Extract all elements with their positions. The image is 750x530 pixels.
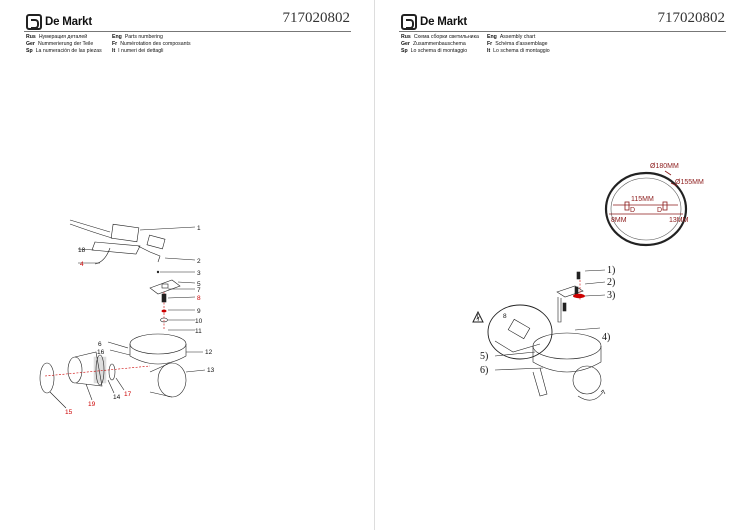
dim-d-left: D [630,207,635,214]
part-label-18: 18 [78,247,86,254]
dim-outer-diameter: Ø180MM [650,163,679,170]
step-5: 5) [480,351,488,362]
document-number: 717020802 [657,10,726,26]
part-label-14: 14 [113,394,121,401]
part-label-2: 2 [197,258,201,265]
part-label-17: 17 [124,391,132,398]
part-label-9: 9 [197,308,201,315]
part-label-15: 15 [65,409,73,416]
assembly-diagram: Ø180MM Ø155MM 115MM 8MM 13MM D D [472,163,704,401]
part-label-13: 13 [207,367,215,374]
document-number: 717020802 [282,10,351,26]
part-label-12: 12 [205,349,213,356]
page-divider [374,0,375,530]
header-rule [399,31,726,32]
step-4: 4) [602,332,610,343]
step-3: 3) [607,290,615,301]
part-label-6: 6 [98,341,102,348]
part-label-5: 5 [197,281,201,288]
part-label-3: 3 [197,270,201,277]
step-2: 2) [607,277,615,288]
dim-d-right: D [657,207,662,214]
logo-text: De Markt [420,16,467,28]
part-label-8: 8 [197,295,201,302]
part-label-11: 11 [195,328,202,335]
logo-text: De Markt [45,16,92,28]
logo-icon [26,14,42,30]
part-label-1: 1 [197,225,201,232]
brand-logo: De Markt [26,14,92,30]
brand-logo: De Markt [401,14,467,30]
part-label-10: 10 [195,318,203,325]
dim-left-offset: 8MM [611,217,627,224]
part-label-7: 7 [197,287,201,294]
dim-inner-diameter: Ø155MM [675,179,704,186]
dim-right-offset: 13MM [669,217,689,224]
logo-icon [401,14,417,30]
exploded-parts-diagram: 1 2 3 4 5 6 7 8 9 10 11 12 13 14 15 16 1… [39,219,215,416]
header-rule [24,31,351,32]
step-1: 1) [607,265,615,276]
part-label-16: 16 [97,349,105,356]
dim-hole-span: 115MM [631,196,654,203]
inset-label: 8 [503,313,507,320]
part-label-4: 4 [80,261,84,268]
step-6: 6) [480,365,488,376]
part-label-19: 19 [88,401,96,408]
